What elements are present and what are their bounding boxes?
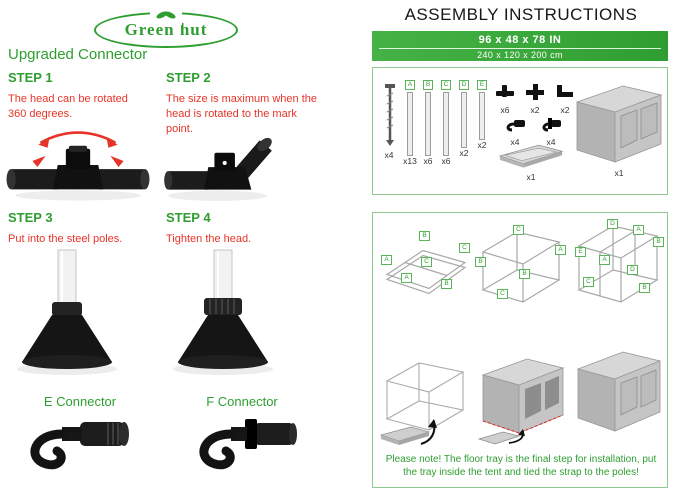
frame2-pole-chip: C — [497, 289, 508, 299]
frame-step2-diagram: C B A B C — [475, 225, 567, 313]
step2-text: The size is maximum when the head is rot… — [166, 93, 317, 135]
corner-connector-icon — [557, 85, 573, 97]
parts-list-box: x4 A x13 B x6 C x6 D — [372, 67, 668, 195]
frame2-pole-chip: C — [513, 225, 524, 235]
frame1-pole-chip: C — [421, 257, 432, 267]
pole-part-c: C x6 — [439, 80, 453, 166]
frame3-pole-chip: C — [583, 277, 594, 287]
pole-a-icon — [407, 92, 413, 156]
frame3-pole-chip: A — [633, 225, 644, 235]
frame2-pole-chip: A — [555, 245, 566, 255]
leaf-icon — [150, 7, 182, 25]
pole-d-qty: x2 — [459, 148, 469, 158]
three-way-connector-part: x6 — [493, 84, 517, 115]
step3-pole-illustration — [12, 248, 122, 378]
banner-divider — [379, 48, 661, 49]
pole-parts: A x13 B x6 C x6 D x2 — [403, 80, 489, 166]
frame3-pole-chip: B — [639, 283, 650, 293]
f-hook-qty: x4 — [546, 137, 556, 147]
cover-install-diagram — [477, 349, 569, 449]
size-inches: 96 x 48 x 78 IN — [478, 34, 562, 46]
e-connector-label: E Connector — [43, 394, 117, 409]
tray-insert-diagram — [377, 353, 473, 449]
pole-a-qty: x13 — [403, 156, 417, 166]
f-hook-icon — [542, 118, 561, 132]
pole-part-d: D x2 — [457, 80, 471, 166]
frame3-pole-chip: A — [599, 255, 610, 265]
frame-step1-diagram: B A C A B C — [379, 231, 471, 309]
four-way-connector-qty: x2 — [530, 105, 540, 115]
f-connector-hook-illustration — [175, 410, 310, 472]
frame3-pole-chip: E — [575, 247, 586, 257]
step4-text: Tighten the head. — [166, 233, 252, 245]
frame1-pole-chip: A — [381, 255, 392, 265]
e-hook-part: x4 — [503, 116, 527, 147]
brand-logo-text: Green hut — [124, 20, 208, 39]
pole-a-label: A — [405, 80, 415, 90]
pole-c-label: C — [441, 80, 451, 90]
step1-label: STEP 1 — [8, 70, 53, 85]
step1-connector-illustration — [2, 124, 154, 204]
installation-note: Please note! The floor tray is the final… — [385, 454, 657, 478]
e-hook-qty: x4 — [510, 137, 520, 147]
e-connector-hook-illustration — [8, 410, 143, 472]
pole-e-qty: x2 — [477, 140, 487, 150]
floor-tray-qty: x1 — [526, 172, 536, 182]
three-way-connector-qty: x6 — [500, 105, 510, 115]
pole-e-label: E — [477, 80, 487, 90]
finished-tent-diagram — [573, 345, 665, 441]
pole-c-qty: x6 — [441, 156, 451, 166]
corner-connector-qty: x2 — [560, 105, 570, 115]
frame-step3-diagram: D A E B A D C B — [571, 219, 665, 315]
pole-e-icon — [479, 92, 485, 140]
pole-d-label: D — [459, 80, 469, 90]
frame3-pole-chip: D — [627, 265, 638, 275]
floor-tray-icon — [487, 142, 575, 170]
frame1-pole-chip: B — [419, 231, 430, 241]
step3-label: STEP 3 — [8, 210, 53, 225]
pole-c-icon — [443, 92, 449, 156]
screw-icon — [381, 82, 399, 148]
four-way-connector-part: x2 — [523, 84, 547, 115]
step4-label: STEP 4 — [166, 210, 211, 225]
section-heading-upgraded-connector: Upgraded Connector — [8, 46, 148, 63]
tent-cover-qty: x1 — [614, 168, 624, 178]
brand-logo: Green hut — [94, 7, 238, 48]
pole-b-label: B — [423, 80, 433, 90]
pole-b-icon — [425, 92, 431, 156]
frame1-pole-chip: A — [401, 273, 412, 283]
f-hook-part: x4 — [539, 116, 563, 147]
frame3-pole-chip: B — [653, 237, 664, 247]
corner-connector-part: x2 — [553, 84, 577, 115]
pole-part-e: E x2 — [475, 80, 489, 166]
size-banner: 96 x 48 x 78 IN 240 x 120 x 200 cm — [372, 31, 668, 61]
frame1-pole-chip: B — [441, 279, 452, 289]
e-hook-icon — [506, 120, 525, 132]
four-way-connector-icon — [526, 84, 544, 100]
tent-cover-icon — [573, 82, 665, 166]
size-cm: 240 x 120 x 200 cm — [477, 50, 563, 60]
frame2-pole-chip: B — [519, 269, 530, 279]
frame3-pole-chip: D — [607, 219, 618, 229]
pole-b-qty: x6 — [423, 156, 433, 166]
frame2-pole-chip: B — [475, 257, 486, 267]
pole-part-b: B x6 — [421, 80, 435, 166]
three-way-connector-icon — [496, 85, 514, 97]
strap-dashed-line — [482, 414, 564, 434]
pole-part-a: A x13 — [403, 80, 417, 166]
frame1-pole-chip: C — [459, 243, 470, 253]
assembly-diagram-box: B A C A B C — [372, 212, 668, 488]
page-title: ASSEMBLY INSTRUCTIONS — [404, 5, 638, 24]
left-panel: Green hut Upgraded Connector STEP 1 The … — [2, 7, 317, 472]
step2-label: STEP 2 — [166, 70, 211, 85]
step2-connector-illustration — [160, 124, 275, 204]
step4-pole-illustration — [168, 248, 278, 378]
screw-qty: x4 — [384, 150, 394, 160]
f-connector-label: F Connector — [206, 394, 278, 409]
right-panel: ASSEMBLY INSTRUCTIONS 96 x 48 x 78 IN 24… — [370, 0, 672, 492]
step1-text: The head can be rotated 360 degrees. — [8, 93, 128, 120]
step3-text: Put into the steel poles. — [8, 233, 123, 245]
pole-d-icon — [461, 92, 467, 148]
